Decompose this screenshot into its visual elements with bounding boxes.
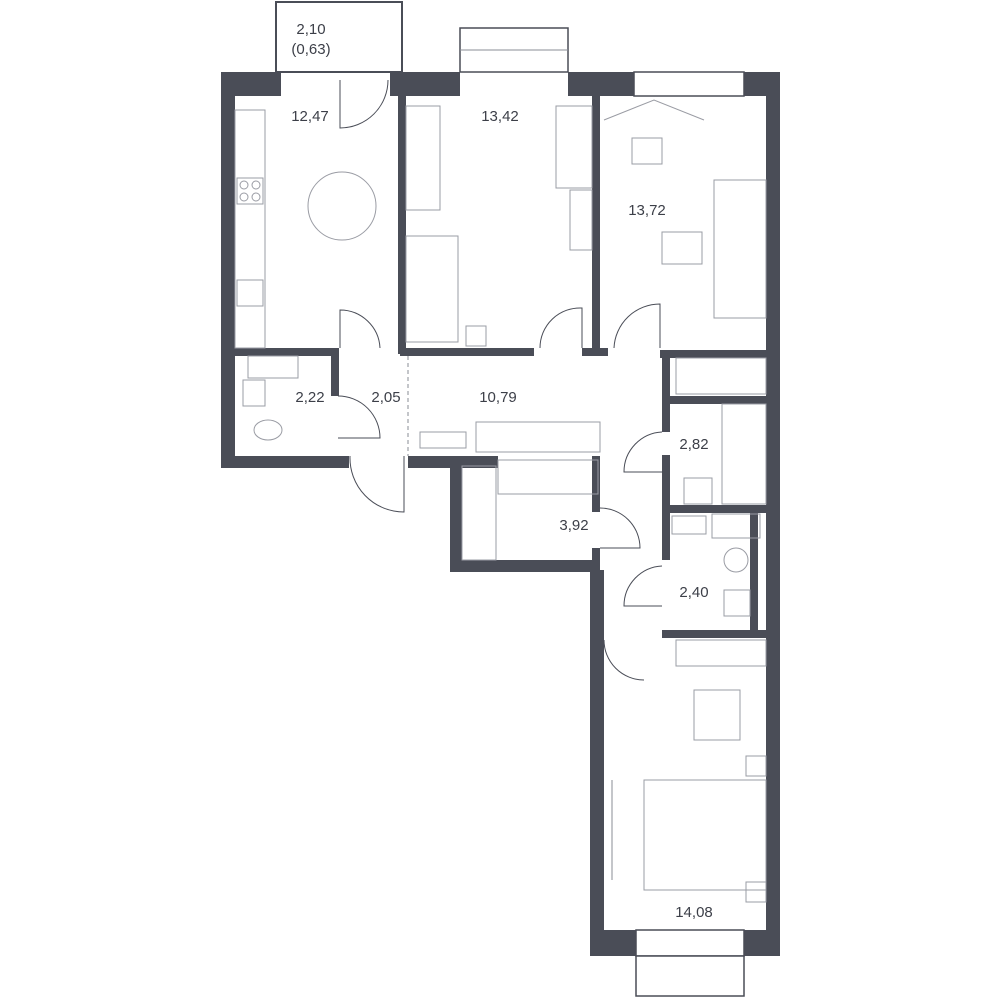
bedroom1-furniture (405, 105, 593, 347)
outer-walls (221, 72, 780, 956)
bathroom1-furniture (242, 355, 299, 441)
toilet-furniture (671, 513, 761, 617)
bedroom-1-area: 13,42 (481, 108, 519, 125)
bathroom2-furniture (683, 403, 767, 505)
bedroom-2-area: 14,08 (675, 904, 713, 921)
balcony-area: 2,10 (296, 21, 325, 38)
area-labels: 2,10 (0,63) 12,47 13,42 13,72 2,22 2,05 … (291, 21, 713, 921)
bedroom2-furniture (611, 639, 767, 903)
balcony (275, 1, 403, 73)
living-furniture (603, 99, 767, 395)
windows (459, 27, 745, 997)
corridor-area: 10,79 (479, 389, 517, 406)
bathroom-2-area: 2,82 (679, 436, 708, 453)
toilet-area: 2,40 (679, 584, 708, 601)
balcony-sub-area: (0,63) (291, 41, 330, 58)
hall-entry-area: 2,05 (371, 389, 400, 406)
kitchen-area: 12,47 (291, 108, 329, 125)
corridor-furniture (407, 356, 601, 561)
doors (337, 79, 663, 681)
interior-walls (235, 96, 770, 638)
kitchen-furniture (234, 109, 377, 349)
living-area: 13,72 (628, 202, 666, 219)
storage-area: 3,92 (559, 517, 588, 534)
bathroom-1-area: 2,22 (295, 389, 324, 406)
